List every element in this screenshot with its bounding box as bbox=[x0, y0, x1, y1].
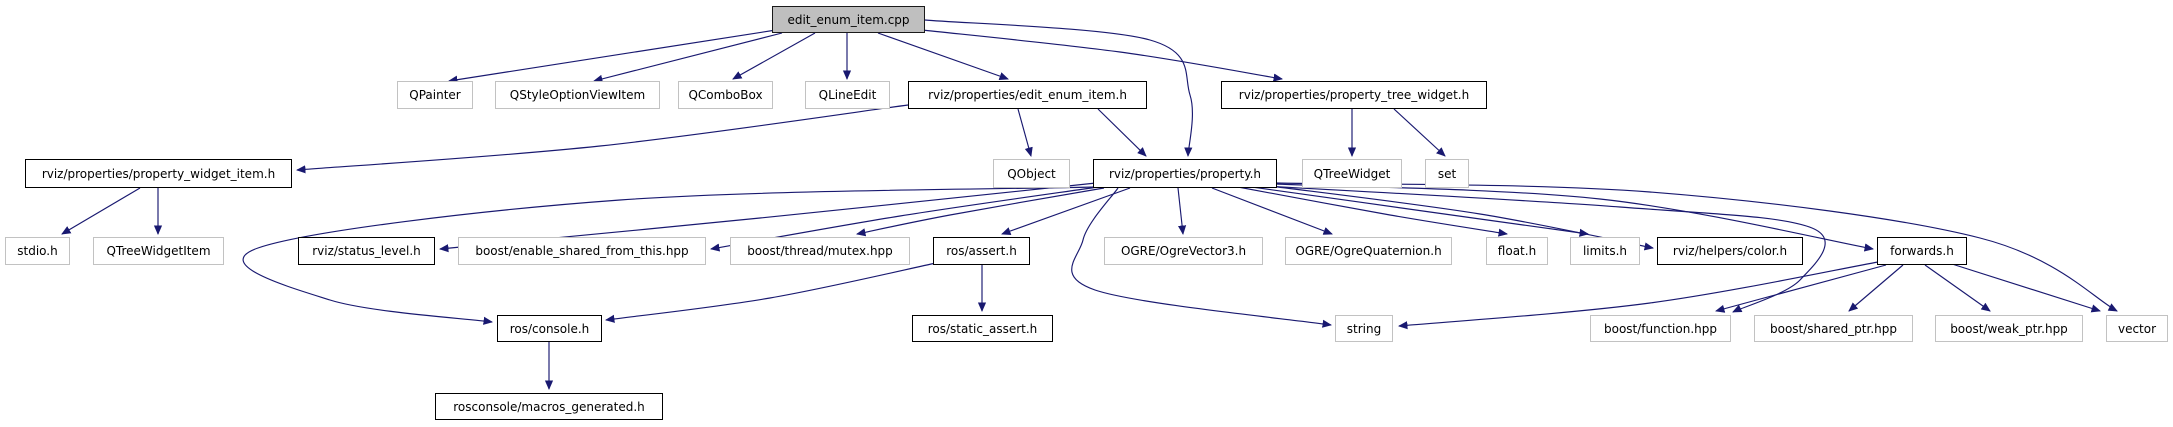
edge-property_h-to-ogrequat bbox=[1211, 187, 1333, 235]
graph-node-status-level[interactable]: rviz/status_level.h bbox=[298, 237, 435, 265]
edge-forwards_h-to-vector bbox=[1951, 263, 2101, 313]
edge-assert_h-to-console_h bbox=[605, 262, 937, 323]
graph-node-qstyleoption: QStyleOptionViewItem bbox=[495, 81, 660, 109]
edge-property_h-to-mutex bbox=[856, 187, 1105, 237]
graph-node-function-hpp: boost/function.hpp bbox=[1590, 315, 1731, 342]
edge-enum_item_h-to-property_h bbox=[1097, 108, 1147, 157]
graph-node-ogrevector: OGRE/OgreVector3.h bbox=[1104, 237, 1263, 265]
graph-node-qtreewidgetitem: QTreeWidgetItem bbox=[93, 237, 224, 265]
graph-node-enable-shared: boost/enable_shared_from_this.hpp bbox=[458, 237, 706, 265]
graph-node-vector: vector bbox=[2106, 315, 2168, 342]
edge-cpp-to-qcombobox bbox=[732, 32, 816, 80]
graph-node-qcombobox: QComboBox bbox=[678, 81, 773, 109]
graph-node-ogrequat: OGRE/OgreQuaternion.h bbox=[1285, 237, 1452, 265]
edge-cpp-to-tree_widget_h bbox=[921, 29, 1283, 82]
graph-node-assert-h[interactable]: ros/assert.h bbox=[933, 237, 1030, 265]
graph-node-qobject: QObject bbox=[993, 159, 1070, 188]
edge-tree_widget_h-to-set bbox=[1393, 108, 1446, 157]
graph-node-enum-item-h[interactable]: rviz/properties/edit_enum_item.h bbox=[908, 81, 1147, 109]
edge-forwards_h-to-string bbox=[1398, 261, 1879, 330]
graph-node-qpainter: QPainter bbox=[397, 81, 473, 109]
edge-cpp-to-qpainter bbox=[448, 29, 777, 84]
edge-property_h-to-vector bbox=[1276, 182, 2118, 312]
edge-forwards_h-to-shared_ptr bbox=[1848, 264, 1904, 312]
graph-node-cpp: edit_enum_item.cpp bbox=[772, 6, 925, 33]
graph-node-set: set bbox=[1425, 159, 1469, 188]
graph-node-console-h[interactable]: ros/console.h bbox=[497, 315, 602, 342]
graph-node-float-h: float.h bbox=[1486, 237, 1548, 265]
edge-property_h-to-function_hpp bbox=[1264, 185, 1826, 313]
edge-enum_item_h-to-qobject bbox=[1017, 108, 1033, 157]
edge-forwards_h-to-function_hpp bbox=[1715, 264, 1887, 313]
graph-node-stdio: stdio.h bbox=[5, 237, 70, 265]
edge-property_h-to-string bbox=[1071, 187, 1332, 328]
graph-node-qlineedit: QLineEdit bbox=[805, 81, 890, 109]
graph-node-mutex: boost/thread/mutex.hpp bbox=[730, 237, 910, 265]
graph-node-static-assert-h[interactable]: ros/static_assert.h bbox=[912, 315, 1053, 342]
graph-node-tree-widget-h[interactable]: rviz/properties/property_tree_widget.h bbox=[1221, 81, 1487, 109]
graph-node-widget-item-h[interactable]: rviz/properties/property_widget_item.h bbox=[25, 159, 292, 188]
graph-node-forwards-h[interactable]: forwards.h bbox=[1877, 237, 1967, 265]
graph-node-shared-ptr: boost/shared_ptr.hpp bbox=[1754, 315, 1913, 342]
edge-forwards_h-to-weak_ptr bbox=[1924, 264, 1991, 312]
edge-property_h-to-limits_h bbox=[1251, 186, 1589, 237]
graph-node-color-h[interactable]: rviz/helpers/color.h bbox=[1657, 237, 1803, 265]
graph-node-property-h[interactable]: rviz/properties/property.h bbox=[1093, 159, 1277, 188]
edge-property_h-to-ogrevector bbox=[1177, 187, 1187, 235]
edge-widget_item_h-to-stdio bbox=[61, 187, 141, 235]
edge-property_h-to-assert_h bbox=[1001, 187, 1131, 235]
edge-property_h-to-console_h bbox=[242, 186, 1095, 325]
graph-node-macros[interactable]: rosconsole/macros_generated.h bbox=[435, 393, 663, 420]
graph-node-string: string bbox=[1335, 315, 1393, 342]
edge-cpp-to-property_h bbox=[924, 19, 1193, 157]
edge-enum_item_h-to-widget_item_h bbox=[296, 104, 909, 174]
edge-property_h-to-float_h bbox=[1237, 186, 1508, 237]
graph-node-weak-ptr: boost/weak_ptr.hpp bbox=[1935, 315, 2083, 342]
edge-cpp-to-qstyleoption bbox=[593, 32, 783, 83]
edge-cpp-to-enum_item_h bbox=[877, 32, 1009, 81]
graph-node-qtreewidget: QTreeWidget bbox=[1302, 159, 1402, 188]
graph-node-limits-h: limits.h bbox=[1570, 237, 1640, 265]
